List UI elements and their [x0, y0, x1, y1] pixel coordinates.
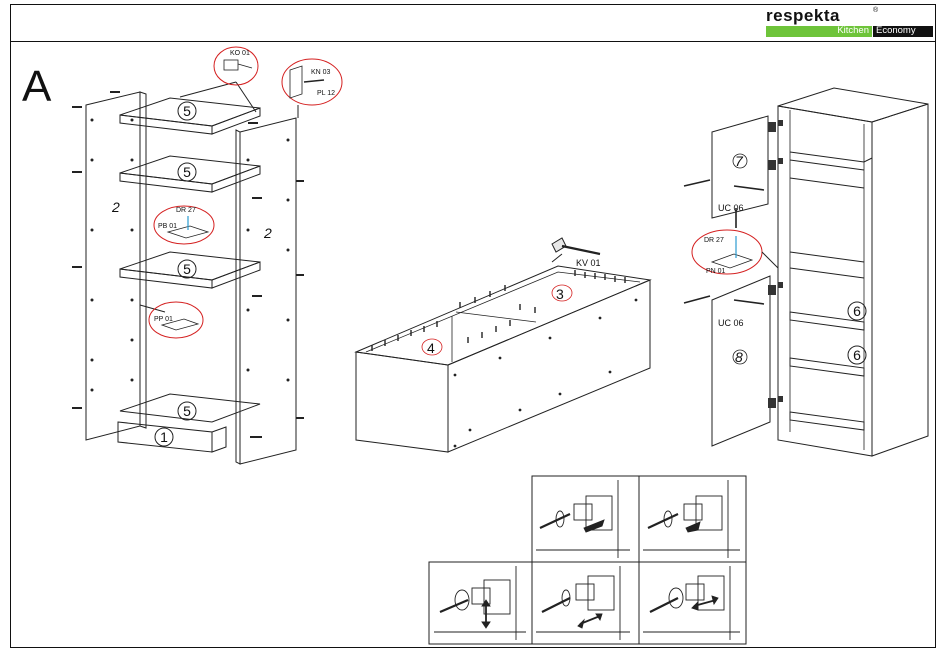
svg-text:6: 6 — [853, 303, 861, 319]
label-bottom-panel: 1 — [155, 428, 173, 446]
label-uc-bottom: UC 06 — [718, 318, 744, 328]
hinge-adjustment-grid — [429, 476, 746, 644]
base-holes — [454, 299, 638, 448]
bottom-panel — [118, 422, 226, 452]
screwdriver-icon — [542, 590, 570, 612]
svg-text:6: 6 — [853, 347, 861, 363]
left-cabinet-exploded: 5 5 5 5 1 2 2 KO 01 — [72, 47, 342, 464]
svg-text:5: 5 — [183, 103, 191, 119]
svg-text:PP 01: PP 01 — [154, 316, 173, 323]
label-shelf-a: 5 — [178, 102, 196, 120]
svg-text:3: 3 — [556, 286, 564, 302]
callout-ko: KO 01 — [180, 47, 258, 112]
screwdriver-icon — [440, 590, 469, 612]
svg-text:PL 12: PL 12 — [317, 90, 335, 97]
svg-text:PN 01: PN 01 — [706, 268, 726, 275]
svg-text:4: 4 — [427, 340, 435, 356]
label-side-left: 2 — [111, 199, 120, 215]
adjust-panel-5 — [643, 566, 740, 640]
svg-text:5: 5 — [183, 403, 191, 419]
hole-pattern-left — [91, 119, 290, 392]
label-base-top: 3 — [552, 285, 572, 302]
callout-pp: PP 01 — [140, 302, 203, 338]
adjust-panel-1 — [536, 480, 630, 558]
label-inner-shelf-a: 6 — [848, 302, 866, 320]
svg-text:5: 5 — [183, 164, 191, 180]
base-front — [356, 352, 448, 452]
base-side — [448, 280, 650, 452]
inner-shelves — [790, 152, 872, 430]
side-panel-left — [86, 92, 140, 440]
cabinet-side — [872, 104, 928, 456]
callout-dr-pn: DR 27 PN 01 — [692, 230, 778, 275]
adjust-panel-3 — [434, 566, 526, 640]
slot-marks — [372, 270, 625, 351]
side-panel-right-edge — [236, 130, 240, 464]
svg-text:KN 03: KN 03 — [311, 69, 331, 76]
callout-dr-pb: DR 27 PB 01 — [154, 206, 214, 244]
label-shelf-c: 5 — [178, 260, 196, 278]
label-base-bottom: 4 — [422, 339, 442, 356]
label-side-right: 2 — [263, 225, 272, 241]
right-cabinet: 6 6 7 8 UC 06 UC 06 DR 27 PN — [684, 88, 928, 456]
label-inner-shelf-b: 6 — [848, 346, 866, 364]
screwdriver-icon — [540, 511, 570, 528]
svg-text:DR 27: DR 27 — [704, 237, 724, 244]
screwdriver-icon — [650, 588, 683, 612]
base-unit: KV 01 3 4 — [356, 238, 650, 452]
svg-text:1: 1 — [160, 429, 168, 445]
svg-text:KO 01: KO 01 — [230, 50, 250, 57]
label-shelf-d: 5 — [178, 402, 196, 420]
base-top-rim — [356, 266, 650, 365]
svg-text:DR 27: DR 27 — [176, 207, 196, 214]
callout-kn-pl: KN 03 PL 12 — [282, 59, 342, 118]
svg-text:5: 5 — [183, 261, 191, 277]
cabinet-top — [778, 88, 928, 122]
cabinet-front — [778, 106, 872, 456]
adjust-panel-2 — [643, 480, 740, 558]
label-kv: KV 01 — [576, 258, 601, 268]
label-uc-top: UC 06 — [718, 203, 744, 213]
svg-text:PB 01: PB 01 — [158, 223, 177, 230]
adjust-panel-4 — [536, 566, 630, 640]
label-shelf-b: 5 — [178, 163, 196, 181]
screwdriver-icon — [648, 511, 678, 528]
